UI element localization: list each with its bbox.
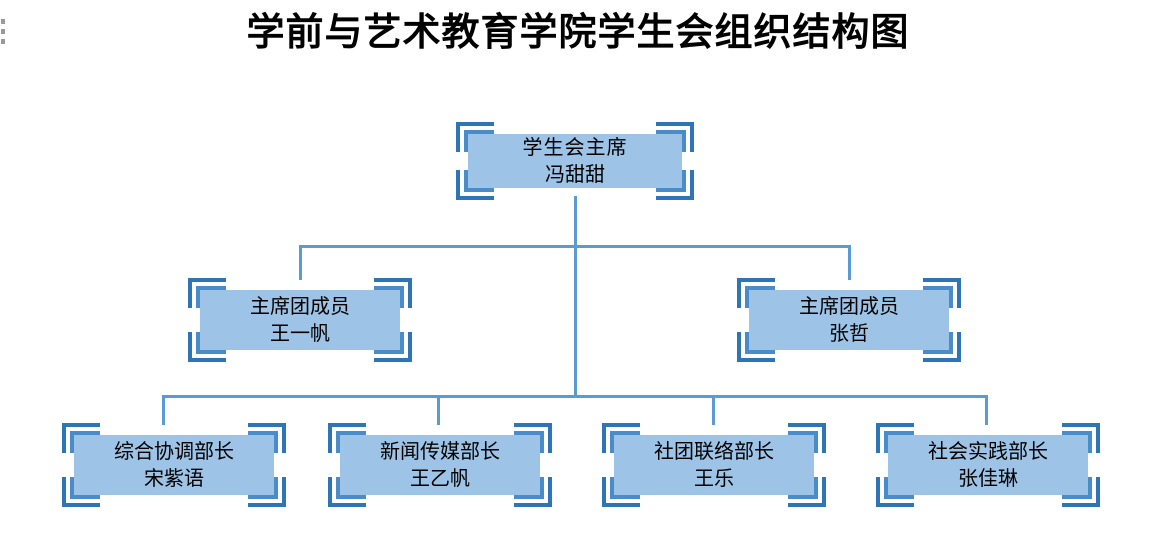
- node-root[interactable]: 学生会主席 冯甜甜: [456, 122, 694, 200]
- node-dept3-name: 王乐: [694, 466, 734, 490]
- connector-drop-dept4: [985, 395, 988, 425]
- node-dept1-role: 综合协调部长: [114, 439, 234, 463]
- node-vp1-body: 主席团成员 王一帆: [200, 290, 400, 350]
- connector-level2-bus: [299, 245, 851, 248]
- node-dept4-name: 张佳琳: [958, 466, 1018, 490]
- node-dept1-name: 宋紫语: [144, 466, 204, 490]
- node-dept4-body: 社会实践部长 张佳琳: [888, 435, 1088, 495]
- connector-trunk-vertical: [574, 196, 577, 397]
- node-root-name: 冯甜甜: [545, 162, 605, 186]
- connector-drop-dept2: [437, 395, 440, 425]
- ruler-mark-1: [1, 19, 5, 24]
- node-dept1-body: 综合协调部长 宋紫语: [74, 435, 274, 495]
- node-root-role: 学生会主席: [522, 135, 628, 159]
- node-dept3-role: 社团联络部长: [654, 439, 774, 463]
- connector-drop-dept1: [162, 395, 165, 425]
- connector-drop-dept3: [712, 395, 715, 425]
- node-root-body: 学生会主席 冯甜甜: [468, 134, 682, 188]
- node-vp1-name: 王一帆: [270, 321, 330, 345]
- node-vp1[interactable]: 主席团成员 王一帆: [188, 278, 412, 362]
- node-vp1-role: 主席团成员: [250, 294, 350, 318]
- node-dept3[interactable]: 社团联络部长 王乐: [602, 423, 826, 507]
- page-title: 学前与艺术教育学院学生会组织结构图: [246, 9, 910, 54]
- node-dept2[interactable]: 新闻传媒部长 王乙帆: [328, 423, 552, 507]
- node-dept2-role: 新闻传媒部长: [380, 439, 500, 463]
- node-dept4-role: 社会实践部长: [928, 439, 1048, 463]
- ruler-mark-2: [1, 29, 5, 34]
- node-vp2-role: 主席团成员: [799, 294, 899, 318]
- connector-drop-vp2: [848, 245, 851, 280]
- node-dept1[interactable]: 综合协调部长 宋紫语: [62, 423, 286, 507]
- node-dept2-body: 新闻传媒部长 王乙帆: [340, 435, 540, 495]
- node-vp2[interactable]: 主席团成员 张哲: [737, 278, 961, 362]
- node-dept4[interactable]: 社会实践部长 张佳琳: [876, 423, 1100, 507]
- ruler-mark-3: [1, 39, 5, 44]
- node-vp2-body: 主席团成员 张哲: [749, 290, 949, 350]
- connector-drop-vp1: [299, 245, 302, 280]
- node-vp2-name: 张哲: [829, 321, 869, 345]
- node-dept2-name: 王乙帆: [410, 466, 470, 490]
- node-dept3-body: 社团联络部长 王乐: [614, 435, 814, 495]
- connector-level3-bus: [162, 395, 988, 398]
